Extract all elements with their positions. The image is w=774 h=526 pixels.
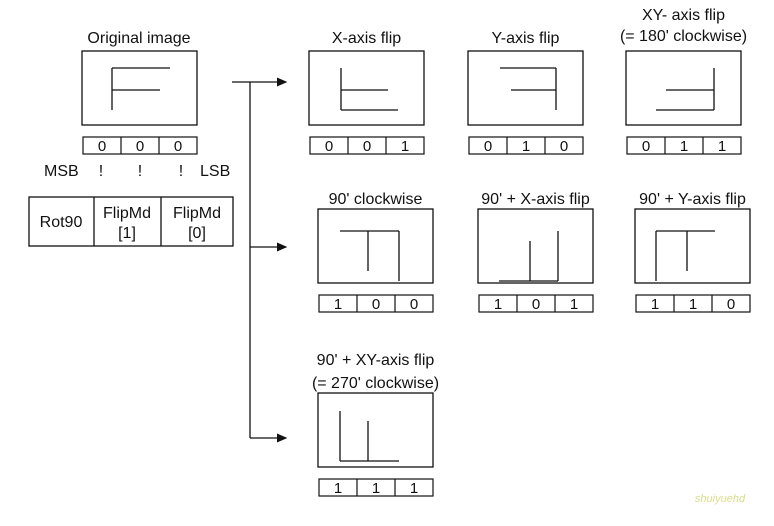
transform-1-bit-1: 0 — [363, 138, 371, 155]
original-panel: Original image 0 0 0 MSB ! ! ! LSB — [44, 30, 230, 180]
transform-panel-7: 90' + XY-axis flip (= 270' clockwise) 1 1 1 — [312, 352, 439, 497]
transform-bit-box — [468, 136, 584, 155]
msb-label: MSB — [44, 163, 79, 180]
transform-image-frame — [467, 50, 584, 126]
transform-6-bit-0: 0 — [727, 296, 735, 313]
transform-bit-register: 0 0 1 — [309, 136, 425, 155]
transform-4-bit-2: 1 — [334, 296, 342, 313]
transform-panel-2: Y-axis flip 0 1 0 — [467, 30, 584, 155]
register-box — [28, 196, 234, 247]
transform-1-bit-2: 0 — [325, 138, 333, 155]
transform-image-frame — [634, 208, 751, 284]
transform-panel-3: XY- axis flip (= 180' clockwise) 0 1 1 — [620, 7, 747, 155]
transform-panel-4: 90' clockwise 1 0 0 — [317, 191, 434, 313]
transform-7-bit-2: 1 — [334, 480, 342, 497]
watermark: shuiyuehd — [695, 493, 746, 505]
transform-2-bit-2: 0 — [484, 138, 492, 155]
original-image-frame — [81, 50, 198, 126]
transform-bit-box — [318, 294, 434, 313]
transform-6-bit-2: 1 — [651, 296, 659, 313]
transform-1-bit-0: 1 — [401, 138, 409, 155]
transform-5-bit-0: 1 — [570, 296, 578, 313]
original-bit-0: 0 — [174, 138, 182, 155]
field-flipmd0-name: FlipMd — [173, 205, 221, 222]
transform-glyph — [656, 68, 715, 111]
transform-bit-box — [626, 136, 742, 155]
transform-panel-1: X-axis flip 0 0 1 — [308, 30, 425, 155]
transform-bit-box — [478, 294, 594, 313]
register-table: Rot90 FlipMd [1] FlipMd [0] — [28, 196, 234, 247]
transform-glyph — [340, 68, 398, 111]
transform-bit-register: 1 1 1 — [318, 478, 434, 497]
transform-panel-6: 90' + Y-axis flip 1 1 0 — [634, 191, 751, 313]
transform-glyph — [340, 230, 400, 281]
transform-6-bit-1: 1 — [689, 296, 697, 313]
transform-bit-box — [318, 478, 434, 497]
original-bit-box — [82, 136, 198, 155]
transform-bit-register: 1 1 0 — [635, 294, 751, 313]
transform-bit-box — [635, 294, 751, 313]
mid-pointer: ! — [138, 163, 142, 180]
original-glyph — [111, 67, 170, 110]
connector — [232, 77, 288, 443]
transform-image-frame — [317, 208, 434, 284]
transform-2-bit-1: 1 — [522, 138, 530, 155]
transform-image-frame — [317, 392, 434, 468]
transform-title-7-line-1: 90' + XY-axis flip — [317, 352, 435, 369]
transform-title-4-line-1: 90' clockwise — [329, 191, 423, 208]
transform-title-2-line-1: Y-axis flip — [492, 30, 560, 47]
lsb-pointer: ! — [179, 163, 183, 180]
lsb-label: LSB — [200, 163, 230, 180]
field-flipmd1-index: [1] — [118, 225, 136, 242]
original-bit-1: 0 — [136, 138, 144, 155]
transform-title-6-line-1: 90' + Y-axis flip — [639, 191, 746, 208]
transform-title-3-line-2: (= 180' clockwise) — [620, 28, 747, 45]
field-flipmd0-index: [0] — [188, 225, 206, 242]
field-flipmd1-name: FlipMd — [103, 205, 151, 222]
msb-pointer: ! — [99, 163, 103, 180]
original-title: Original image — [87, 30, 190, 47]
transform-title-5-line-1: 90' + X-axis flip — [481, 191, 590, 208]
transform-3-bit-2: 0 — [642, 138, 650, 155]
transform-image-frame — [308, 50, 425, 126]
transform-glyph — [339, 411, 399, 462]
transform-3-bit-0: 1 — [718, 138, 726, 155]
transform-image-frame — [625, 50, 742, 126]
transform-2-bit-0: 0 — [560, 138, 568, 155]
transform-bit-register: 0 1 0 — [468, 136, 584, 155]
transform-bit-register: 1 0 0 — [318, 294, 434, 313]
transform-4-bit-1: 0 — [372, 296, 380, 313]
transform-5-bit-2: 1 — [494, 296, 502, 313]
transform-7-bit-1: 1 — [372, 480, 380, 497]
transform-panel-5: 90' + X-axis flip 1 0 1 — [477, 191, 594, 313]
transform-bit-register: 1 0 1 — [478, 294, 594, 313]
transform-4-bit-0: 0 — [410, 296, 418, 313]
transform-title-7-line-2: (= 270' clockwise) — [312, 375, 439, 392]
original-bit-2: 0 — [98, 138, 106, 155]
transform-glyph — [499, 231, 559, 282]
transform-glyph — [500, 67, 557, 110]
transform-7-bit-0: 1 — [410, 480, 418, 497]
transform-title-1-line-1: X-axis flip — [332, 30, 401, 47]
original-bit-register: 0 0 0 — [82, 136, 198, 155]
transform-image-frame — [477, 208, 594, 284]
transform-title-3-line-1: XY- axis flip — [642, 7, 725, 24]
transform-5-bit-1: 0 — [532, 296, 540, 313]
field-rot90: Rot90 — [40, 214, 83, 231]
transform-bit-register: 0 1 1 — [626, 136, 742, 155]
transform-glyph — [655, 230, 715, 281]
transform-bit-box — [309, 136, 425, 155]
transform-3-bit-1: 1 — [680, 138, 688, 155]
